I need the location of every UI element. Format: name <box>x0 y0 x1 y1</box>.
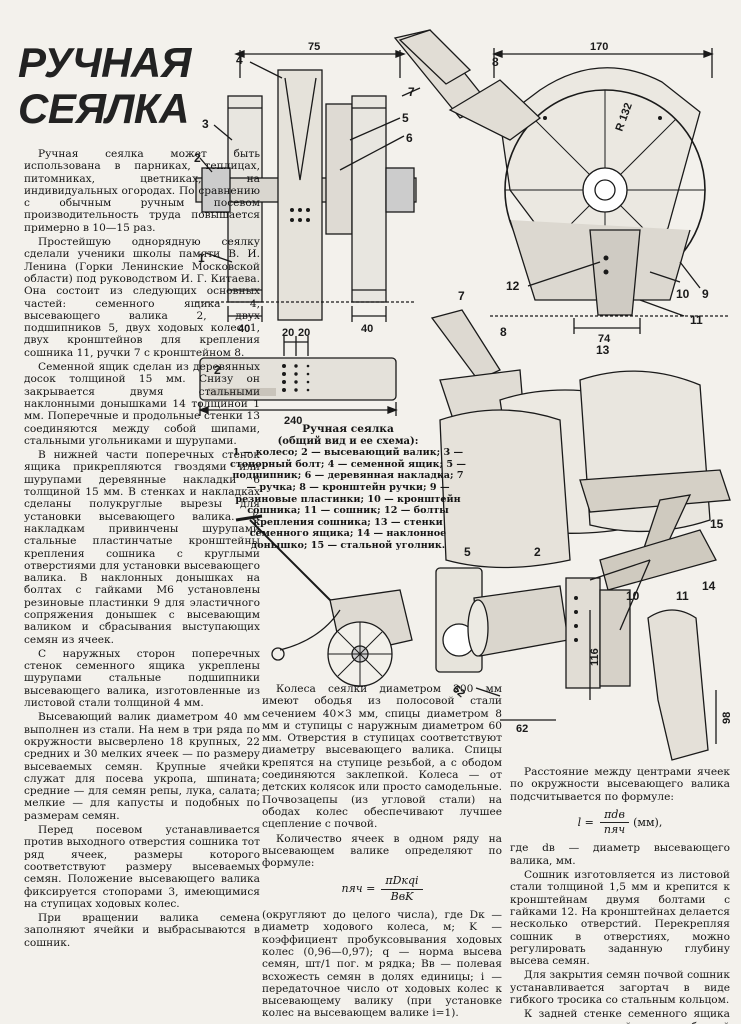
callout-10b: 10 <box>626 589 640 603</box>
caption-subtitle: (общий вид и ее схема): <box>277 435 419 447</box>
callout-2c: 2 <box>534 545 541 559</box>
formula-lhs: nяч = <box>341 882 376 896</box>
paragraph: Для закрытия семян почвой сошник устанав… <box>510 969 730 1007</box>
paragraph: Ручная сеялка может быть использована в … <box>24 148 260 234</box>
callout-5a: 5 <box>402 111 409 125</box>
formula-unit: (мм), <box>633 815 663 829</box>
formula-denominator: BвK <box>390 889 414 903</box>
callout-7a: 7 <box>408 85 415 99</box>
dim-74: 74 <box>598 333 611 345</box>
callout-14: 14 <box>702 579 716 593</box>
dim-170: 170 <box>590 41 608 53</box>
formula-denominator: nяч <box>603 823 626 837</box>
article-title: РУЧНАЯ СЕЯЛКА <box>18 40 191 132</box>
formula-cell-count: nяч = πDкqi BвK <box>262 875 502 903</box>
dim-20-b: 20 <box>298 327 310 339</box>
callout-10a: 10 <box>676 287 690 301</box>
figure-caption: Ручная сеялка (общий вид и ее схема): 1 … <box>228 423 468 552</box>
paragraph: (округляют до целого числа), где Dк — ди… <box>262 909 502 1020</box>
caption-items: 1 — колесо; 2 — высевающий валик; 3 — ст… <box>229 447 467 551</box>
dim-r132: R 132 <box>614 101 635 133</box>
formula-cell-spacing: l = πdв nяч (мм), <box>510 808 730 837</box>
callout-11b: 11 <box>676 589 689 603</box>
left-text-column: Ручная сеялка может быть использована в … <box>24 148 260 951</box>
dim-62-b: 62 <box>516 723 528 735</box>
formula-lhs: l = <box>577 815 594 829</box>
paragraph: Высевающий валик диаметром 40 мм выполне… <box>24 711 260 822</box>
side-view-drawing <box>398 29 730 334</box>
paragraph: Расстояние между центрами ячеек по окруж… <box>510 766 730 803</box>
paragraph: Перед посевом устанавливается против вых… <box>24 824 260 910</box>
caption-title: Ручная сеялка <box>302 423 394 435</box>
middle-text-column: Колеса сеялки диаметром 200 мм имеют обо… <box>262 683 502 1022</box>
callout-4: 4 <box>236 53 243 67</box>
formula-numerator: πdв <box>600 808 629 824</box>
dim-40-right: 40 <box>361 323 373 335</box>
callout-3: 3 <box>202 117 209 131</box>
callout-11a: 11 <box>690 313 703 327</box>
dim-116: 116 <box>589 648 601 666</box>
callout-15: 15 <box>710 517 724 531</box>
callout-12: 12 <box>506 279 520 293</box>
right-text-column: Расстояние между центрами ячеек по окруж… <box>510 766 730 1024</box>
paragraph: К задней стенке семенного ящика крепится… <box>510 1008 730 1024</box>
dim-20-a: 20 <box>282 327 294 339</box>
paragraph: В нижней части поперечных стенок ящика п… <box>24 449 260 646</box>
paragraph: Сошник изготовляется из листовой стали т… <box>510 869 730 968</box>
title-line-2: СЕЯЛКА <box>18 85 189 132</box>
paragraph: Количество ячеек в одном ряду на высеваю… <box>262 832 502 870</box>
callout-7b: 7 <box>458 289 465 303</box>
dim-75: 75 <box>308 41 320 53</box>
callout-9: 9 <box>702 287 709 301</box>
callout-8b: 8 <box>500 325 507 339</box>
formula-numerator: πDкqi <box>381 875 423 890</box>
callout-13: 13 <box>596 343 610 357</box>
paragraph: С наружных сторон поперечных стенок семе… <box>24 647 260 710</box>
title-line-1: РУЧНАЯ <box>18 39 191 86</box>
callout-8a: 8 <box>492 55 499 69</box>
callout-6: 6 <box>406 131 413 145</box>
paragraph: Семенной ящик сделан из деревянных досок… <box>24 361 260 447</box>
dim-98: 98 <box>721 712 733 724</box>
paragraph: где dв — диаметр высевающего валика, мм. <box>510 842 730 867</box>
paragraph: Колеса сеялки диаметром 200 мм имеют обо… <box>262 683 502 831</box>
paragraph: Простейшую однорядную сеялку сделали уче… <box>24 236 260 359</box>
paragraph: При вращении валика семена заполняют яче… <box>24 912 260 949</box>
